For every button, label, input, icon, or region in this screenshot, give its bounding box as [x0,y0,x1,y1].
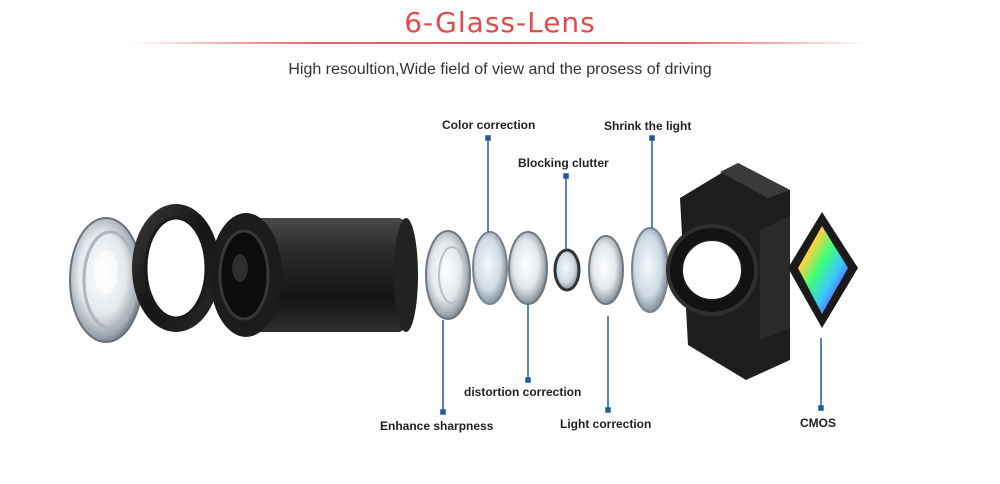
callout-blocking-clutter: Blocking clutter [518,156,609,170]
lens-element-shrink-the-light [631,227,669,313]
callout-distortion-correction: distortion correction [464,385,582,399]
callout-shrink-the-light: Shrink the light [604,119,692,133]
lens-mount-holder [666,163,790,380]
callout-enhance-sharpness: Enhance sharpness [380,419,494,433]
lens-element-enhance-sharpness [425,230,471,320]
lens-element-light-correction [588,235,624,305]
lens-element-blocking-clutter [553,248,581,292]
callout-light-correction: Light correction [560,417,652,431]
callout-cmos: CMOS [800,416,836,430]
title-underline [130,42,870,44]
lens-element-color-correction [472,231,508,305]
lens-barrel [210,213,418,337]
lens-element-distortion-correction [508,231,548,305]
retaining-ring [132,204,220,332]
callout-leader-lines [440,135,824,415]
front-glass-lens [69,217,143,343]
page-title: 6-Glass-Lens [404,6,596,39]
page-subtitle: High resoultion,Wide field of view and t… [288,61,712,78]
cmos-sensor [788,212,858,328]
callout-color-correction: Color correction [442,118,536,132]
